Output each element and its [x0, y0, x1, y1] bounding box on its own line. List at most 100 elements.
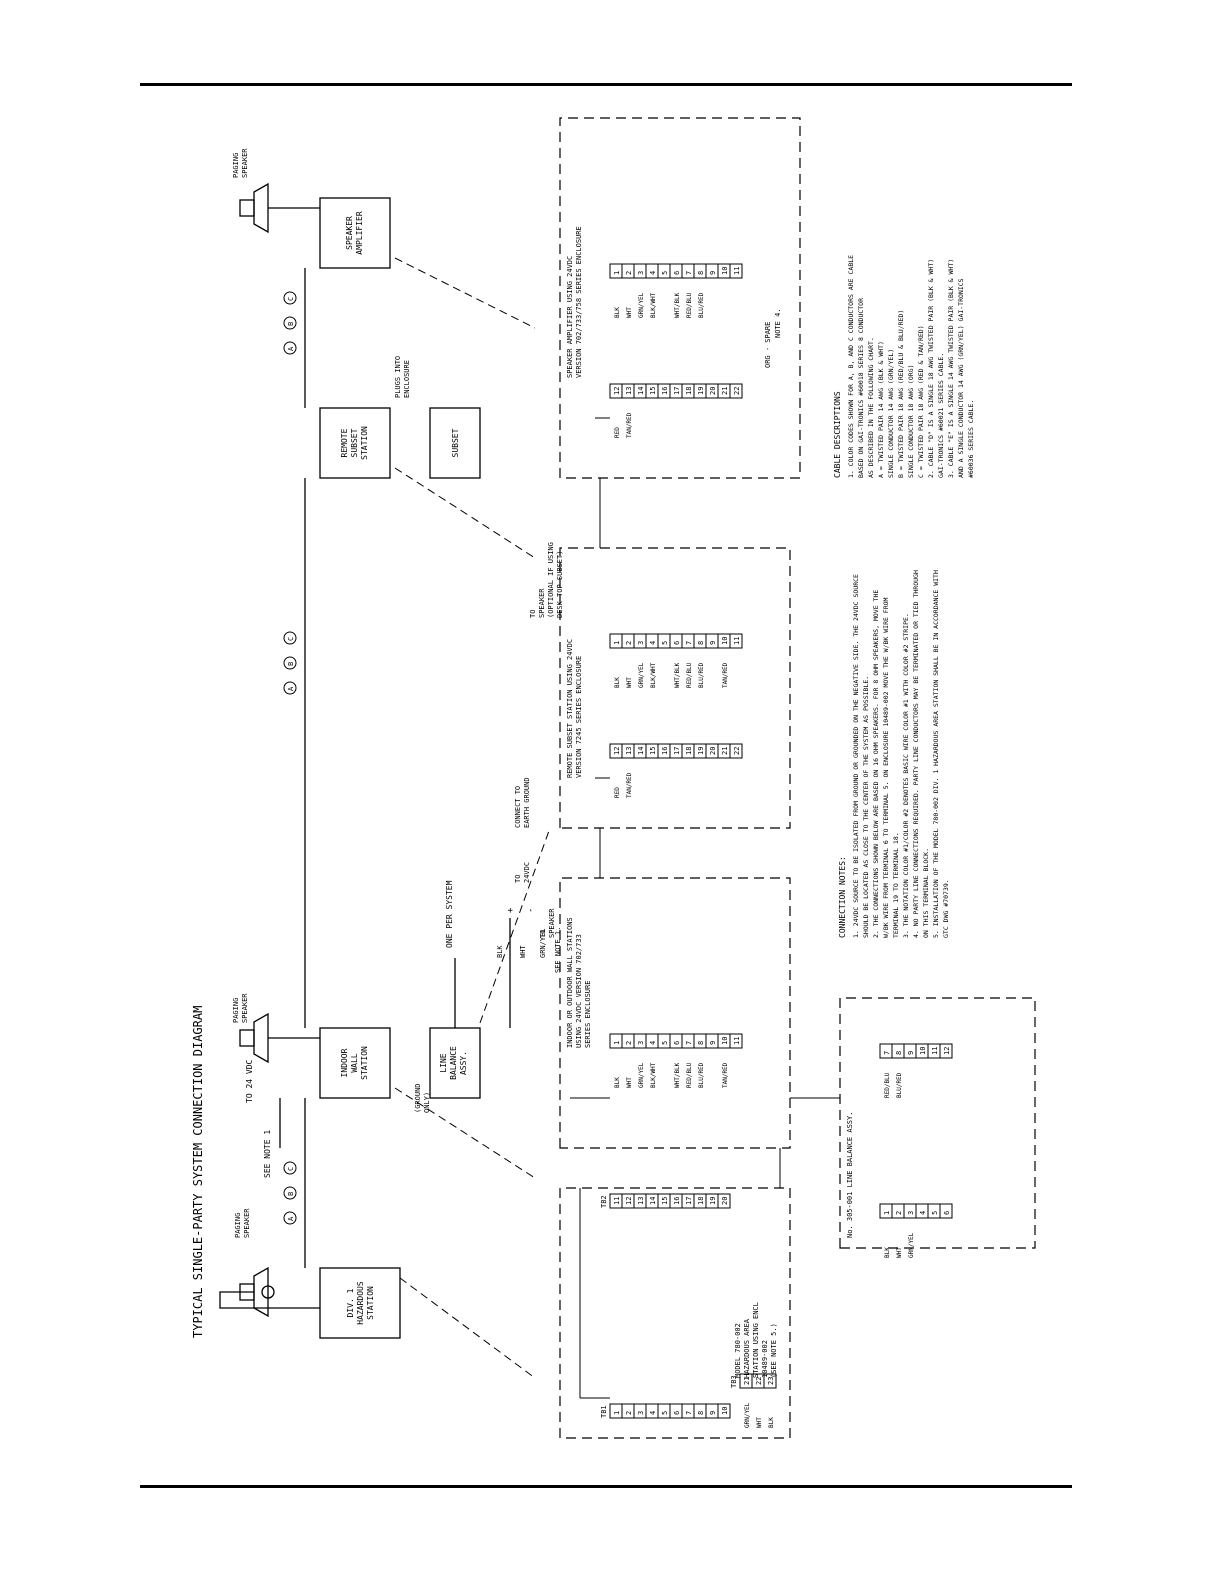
svg-text:CONNECT TO: CONNECT TO [514, 786, 522, 828]
wire-label: TAN/RED [626, 772, 633, 798]
terminal-number: 1 [613, 1411, 621, 1415]
wire-label: BLK/WHT [650, 1062, 657, 1088]
svg-text:A: A [287, 1216, 295, 1221]
svg-text:NOTE 4.: NOTE 4. [774, 308, 782, 338]
wire-label: WHT [626, 307, 633, 318]
terminal [763, 1373, 777, 1389]
wire-label: WHT [756, 1417, 763, 1428]
terminal-number: 3 [637, 641, 645, 645]
svg-text:ORG - SPARE: ORG - SPARE [764, 322, 772, 368]
wall-station-enclosure [559, 877, 791, 1149]
block-label: TB1 [600, 1405, 608, 1418]
svg-text:A: A [287, 346, 295, 351]
terminal-number: 14 [649, 1197, 657, 1205]
indoor-wall-station: INDOOR WALL STATION [319, 1027, 391, 1099]
terminal-number: 10 [721, 1037, 729, 1045]
svg-text:VERSION 702/733/758 SERIES ENC: VERSION 702/733/758 SERIES ENCLOSURE [575, 226, 583, 378]
svg-text:SEE NOTE 1: SEE NOTE 1 [263, 1130, 272, 1178]
svg-text:USING 24VDC VERSION 702/733: USING 24VDC VERSION 702/733 [575, 934, 583, 1048]
block-label: TB3 [730, 1375, 738, 1388]
terminal-number: 10 [721, 637, 729, 645]
terminal-number: 19 [709, 1197, 717, 1205]
cable-letters-overview: A B C A B C A B C [283, 291, 297, 1225]
svg-text:PAGING: PAGING [232, 153, 240, 178]
terminal-number: 11 [733, 267, 741, 275]
terminal-number: 21 [721, 387, 729, 395]
svg-text:SPEAKER: SPEAKER [241, 148, 249, 178]
wire-label: WHT/BLK [674, 1062, 681, 1088]
note-line: B = TWISTED PAIR 18 AWG (RED/BLU & BLU/R… [897, 310, 905, 478]
terminal-number: 9 [709, 641, 717, 645]
terminal-number: 3 [637, 1411, 645, 1415]
svg-text:SPEAKER: SPEAKER [241, 993, 249, 1023]
terminal-number: 9 [907, 1051, 915, 1055]
bottom-rule [140, 1485, 1072, 1488]
terminal-number: 19 [697, 747, 705, 755]
svg-text:LINE: LINE [439, 1053, 448, 1072]
svg-text:(GROUND: (GROUND [414, 1083, 422, 1113]
amplifier-enclosure [559, 117, 801, 479]
wire-label: WHT [626, 677, 633, 688]
terminal-number: 12 [613, 747, 621, 755]
terminal-number: 9 [709, 271, 717, 275]
terminal [729, 633, 743, 649]
terminal-number: 11 [733, 637, 741, 645]
terminal-number: 18 [685, 387, 693, 395]
svg-text:SERIES ENCLOSURE: SERIES ENCLOSURE [584, 981, 592, 1048]
terminal [717, 1403, 731, 1419]
terminal-number: 6 [673, 641, 681, 645]
svg-text:PLUGS INTO: PLUGS INTO [394, 356, 402, 398]
svg-text:WHT: WHT [519, 945, 527, 958]
svg-text:DIV. 1: DIV. 1 [346, 1288, 355, 1317]
terminal-number: 3 [637, 1041, 645, 1045]
note-line: 1. 24VDC SOURCE TO BE ISOLATED FROM GROU… [852, 574, 860, 938]
note-line: GAI-TRONICS #60021 SERIES CABLE. [937, 353, 945, 478]
top-rule [140, 83, 1072, 86]
svg-text:REMOTE: REMOTE [340, 428, 349, 457]
wire-label: WHT [626, 1077, 633, 1088]
wire-label: GRN/YEL [908, 1232, 915, 1258]
terminal-number: 4 [919, 1211, 927, 1215]
terminal-number: 16 [661, 387, 669, 395]
terminal-number: 4 [649, 1411, 657, 1415]
svg-text:TO: TO [539, 930, 547, 938]
svg-text:SPEAKER: SPEAKER [548, 908, 556, 938]
terminal-number: 1 [613, 1041, 621, 1045]
remote-subset-enclosure [559, 547, 791, 829]
wire-label: BLK [614, 307, 621, 318]
note-line: GTC DWG #70739. [942, 879, 950, 938]
terminal-number: 7 [883, 1051, 891, 1055]
wire-label: RED/BLU [884, 1072, 891, 1098]
wire-label: BLU/RED [896, 1072, 903, 1098]
wire-label: GRN/YEL [638, 662, 645, 688]
terminal [939, 1203, 953, 1219]
terminal-number: 21 [743, 1377, 751, 1385]
svg-text:HAZARDOUS: HAZARDOUS [356, 1281, 365, 1325]
terminal-number: 1 [613, 271, 621, 275]
svg-text:A: A [287, 686, 295, 691]
terminal-number: 16 [661, 747, 669, 755]
terminal [939, 1043, 953, 1059]
svg-text:MODEL 780-002: MODEL 780-002 [734, 1323, 742, 1378]
terminal-number: 2 [625, 1411, 633, 1415]
svg-text:BLK: BLK [496, 945, 504, 958]
terminal-number: 1 [883, 1211, 891, 1215]
wire-label: BLU/RED [698, 662, 705, 688]
terminal-number: 7 [685, 1411, 693, 1415]
terminal-number: 2 [625, 271, 633, 275]
terminal-number: 19 [697, 387, 705, 395]
svg-text:DESK-TOP SUBSET): DESK-TOP SUBSET) [556, 551, 564, 618]
svg-text:TO: TO [514, 875, 522, 883]
svg-text:SPEAKER: SPEAKER [345, 216, 354, 250]
terminal-number: 9 [709, 1041, 717, 1045]
terminal-number: 10 [721, 1407, 729, 1415]
terminal-number: 14 [637, 747, 645, 755]
wire-label: TAN/RED [626, 412, 633, 438]
svg-text:SUBSET: SUBSET [451, 428, 460, 457]
terminal-number: 9 [709, 1411, 717, 1415]
connection-notes: CONNECTION NOTES: 1. 24VDC SOURCE TO BE … [838, 570, 950, 938]
svg-text:C: C [287, 297, 295, 301]
block-label: TB2 [600, 1195, 608, 1208]
